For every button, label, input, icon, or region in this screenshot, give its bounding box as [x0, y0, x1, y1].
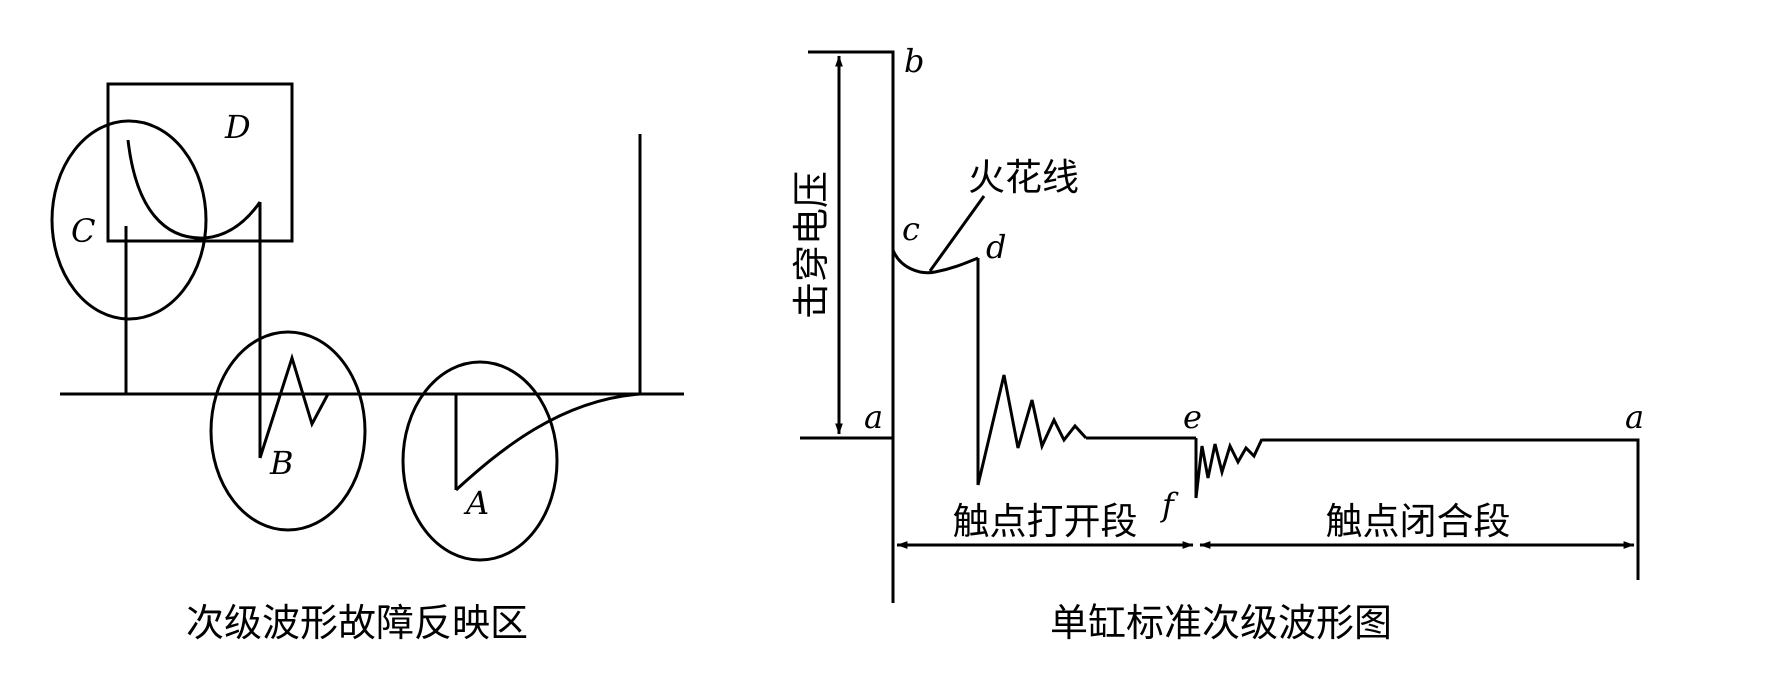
point-a-end-label: a — [1625, 398, 1644, 436]
zone-c-label: C — [71, 212, 95, 250]
zone-a-ellipse — [401, 360, 559, 562]
spark-line-curve — [891, 249, 979, 275]
contact-close-oscillation — [1194, 438, 1264, 499]
breakdown-voltage-label: 击穿电压 — [790, 171, 833, 319]
fault-zone-diagram: D C B A 次级波形故障反映区 — [50, 82, 684, 645]
point-c-label: c — [902, 210, 920, 248]
breakdown-spike — [808, 50, 895, 603]
spark-decay-curve — [126, 139, 262, 240]
point-a-start-label: a — [864, 398, 883, 436]
damped-oscillation — [976, 374, 1088, 486]
right-caption: 单缸标准次级波形图 — [1050, 601, 1392, 645]
point-b-label: b — [904, 42, 924, 80]
baseline-closed-section — [1262, 438, 1640, 580]
zone-c-ellipse — [50, 119, 208, 321]
point-f-label: f — [1160, 486, 1179, 524]
spark-line-leader — [928, 195, 986, 272]
standard-waveform-diagram: 击穿电压 火花线 触点打开段 触点闭合段 b c d a e f a 单缸标准次… — [790, 42, 1644, 645]
dwell-rise-curve — [454, 392, 641, 492]
closed-section-label: 触点闭合段 — [1326, 500, 1511, 543]
spark-line-label: 火花线 — [968, 156, 1079, 199]
zone-b-ellipse — [209, 330, 367, 532]
open-section-label: 触点打开段 — [953, 500, 1138, 543]
zone-a-label: A — [463, 484, 489, 522]
oscillation-trace — [258, 352, 330, 459]
point-e-label: e — [1183, 398, 1202, 436]
point-d-label: d — [986, 228, 1006, 266]
zone-d-label: D — [224, 108, 251, 146]
left-caption: 次级波形故障反映区 — [186, 601, 528, 645]
zone-d-box — [106, 82, 294, 243]
zone-b-label: B — [269, 444, 294, 482]
